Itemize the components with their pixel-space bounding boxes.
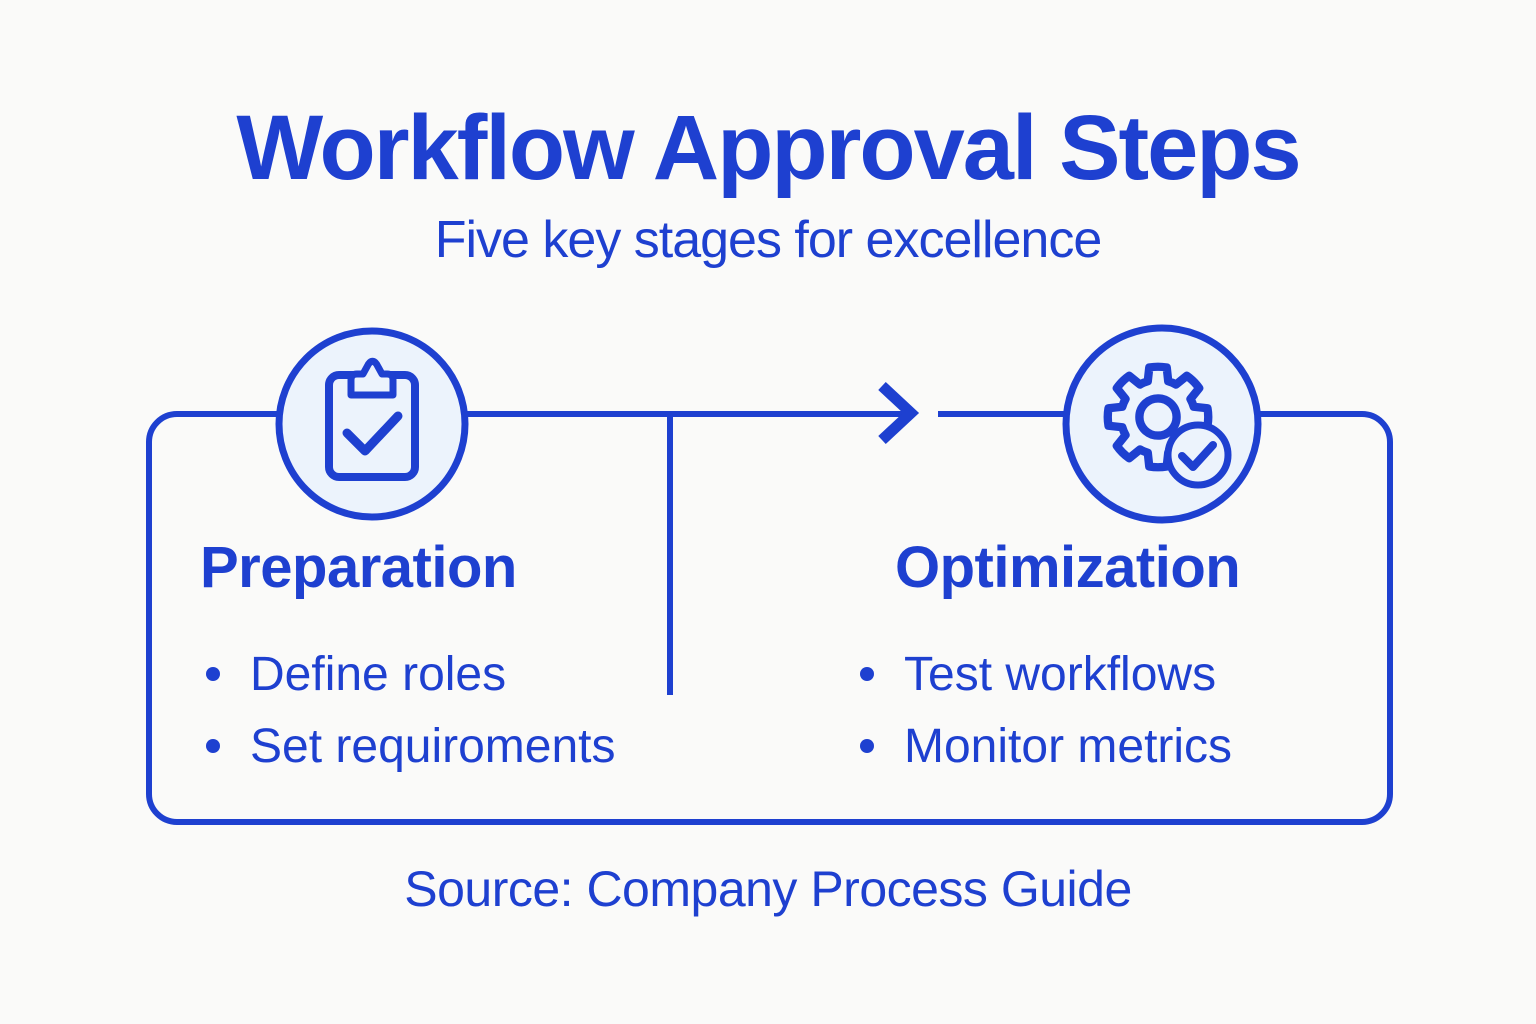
checkmark [1178, 441, 1217, 471]
clipboard-clip [347, 357, 397, 399]
bullet-text: Set requiroments [250, 719, 616, 773]
stage-container-border [146, 411, 1393, 825]
arrow-right-icon [878, 381, 920, 445]
check-badge-circle [1164, 421, 1232, 489]
bullet-text: Define roles [250, 647, 507, 701]
bullet-text: Monitor metrics [904, 719, 1233, 773]
gear-check-icon [1062, 324, 1262, 524]
stage-icon-circle [1062, 324, 1262, 524]
list-item: Monitor metrics [860, 710, 1232, 782]
preparation-bullets: Define roles Set requiroments [206, 638, 616, 782]
bullet-dot [206, 739, 220, 753]
stage-heading-preparation: Preparation [200, 535, 517, 600]
gear-hole [1135, 394, 1181, 440]
bullet-dot [860, 667, 874, 681]
page-title: Workflow Approval Steps [236, 97, 1301, 199]
list-item: Test workflows [860, 638, 1232, 710]
optimization-bullets: Test workflows Monitor metrics [860, 638, 1232, 782]
bullet-dot [860, 739, 874, 753]
stage-heading-optimization: Optimization [895, 535, 1241, 600]
page-subtitle: Five key stages for excellence [434, 211, 1103, 269]
bullet-text: Test workflows [904, 647, 1217, 701]
list-item: Define roles [206, 638, 616, 710]
source-note: Source: Company Process Guide [404, 861, 1132, 917]
checkmark [342, 411, 403, 456]
bullet-dot [206, 667, 220, 681]
arrow-gap [911, 404, 938, 422]
list-item: Set requiroments [206, 710, 616, 782]
clipboard-check-icon [275, 327, 469, 521]
